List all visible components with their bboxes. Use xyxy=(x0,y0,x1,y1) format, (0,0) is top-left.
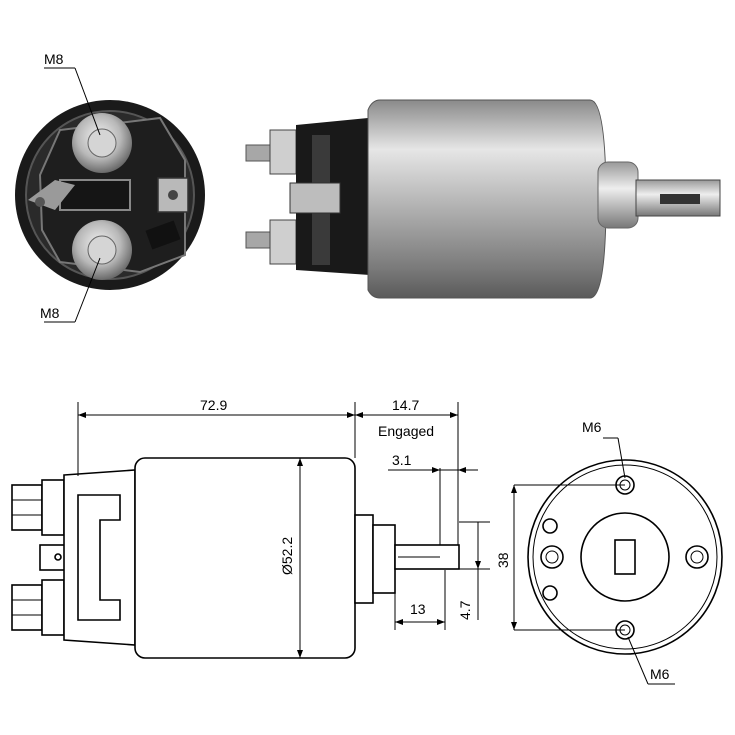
label-bolt-spacing: 38 xyxy=(495,552,511,568)
label-m6-top: M6 xyxy=(582,419,602,435)
leader-top-m8 xyxy=(74,67,101,136)
leader-m6-bottom xyxy=(627,636,649,685)
label-m6-bottom: M6 xyxy=(650,666,670,682)
plunger-rod xyxy=(635,179,721,217)
drawing-body xyxy=(134,457,356,659)
label-engaged-travel: 14.7 xyxy=(392,397,419,413)
label-m8-top: M8 xyxy=(44,51,64,67)
drawing-end-slot xyxy=(614,539,636,575)
leader-m6-top xyxy=(617,437,626,479)
drawing-top-nut xyxy=(11,484,43,531)
label-plunger-offset: 3.1 xyxy=(392,452,412,468)
spade-terminal xyxy=(289,182,341,214)
label-m8-bottom: M8 xyxy=(40,305,60,321)
leader-bottom-m8 xyxy=(74,257,101,323)
label-slot-width: 4.7 xyxy=(457,600,473,620)
end-drawing xyxy=(511,437,723,685)
label-diameter: Ø52.2 xyxy=(279,537,295,575)
label-engaged: Engaged xyxy=(378,423,434,439)
solenoid-body xyxy=(367,99,607,299)
plunger-housing xyxy=(597,161,639,229)
label-overall-length: 72.9 xyxy=(200,397,227,413)
bottom-nut xyxy=(269,219,297,265)
side-drawing xyxy=(11,402,490,659)
top-nut xyxy=(269,129,297,175)
label-plunger-length: 13 xyxy=(410,601,426,617)
end-view-photo xyxy=(15,100,205,290)
drawing-bottom-nut xyxy=(11,584,43,631)
side-view-photo xyxy=(245,99,721,299)
